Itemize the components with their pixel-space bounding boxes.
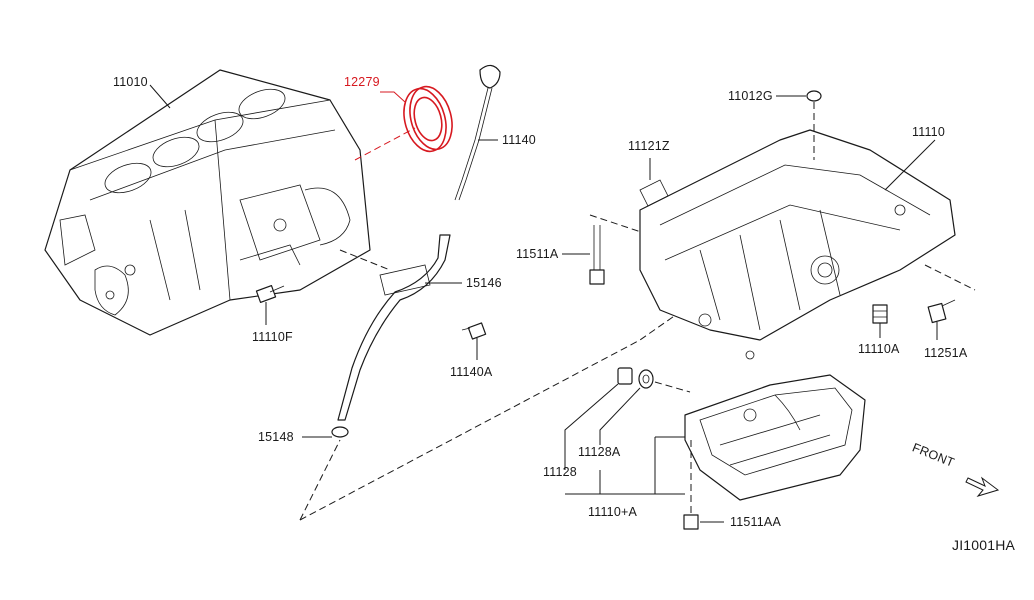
part-label-11121z: 11121Z [628, 139, 670, 153]
bolt-11511aa-illustration [683, 514, 699, 530]
rear-oil-seal-illustration [403, 85, 453, 153]
part-label-11110a: 11110A [858, 342, 900, 356]
part-label-11511aa: 11511AA [730, 515, 781, 529]
part-label-11010: 11010 [113, 75, 148, 89]
part-label-11251a: 11251A [924, 346, 968, 360]
plug-11012g-illustration [806, 90, 822, 102]
part-label-11511a: 11511A [516, 247, 559, 261]
bolt-11251a-illustration [927, 299, 956, 324]
part-label-12279: 12279 [344, 75, 380, 89]
front-direction-indicator: FRONT [910, 440, 956, 470]
bolt-11140a-illustration [461, 322, 487, 340]
part-label-11012g: 11012G [728, 89, 773, 103]
diagram-id: JI1001HA [952, 537, 1016, 553]
bolt-11110a-illustration [872, 304, 888, 324]
drain-washer-illustration [638, 369, 654, 389]
oil-level-gauge-illustration [454, 64, 501, 201]
part-label-11140a: 11140A [450, 365, 493, 379]
front-arrow-icon [965, 476, 1000, 497]
part-label-11110f: 11110F [252, 330, 293, 344]
front-label: FRONT [910, 440, 956, 470]
oil-pan-lower-illustration [684, 374, 866, 501]
oil-pan-upper-illustration [639, 129, 956, 360]
gauge-guide-tube-illustration [337, 234, 451, 421]
part-label-11128: 11128 [543, 465, 577, 479]
bolt-11110f-illustration [255, 285, 285, 303]
part-label-15146: 15146 [466, 276, 502, 290]
cylinder-block-illustration [44, 69, 371, 336]
o-ring-illustration [331, 426, 349, 438]
part-label-11128a: 11128A [578, 445, 621, 459]
part-label-11110-plus-a: 11110+A [588, 505, 637, 519]
bolt-11511a-illustration [589, 225, 605, 285]
part-label-11110: 11110 [912, 125, 945, 139]
drain-plug-illustration [617, 367, 633, 385]
part-label-11140: 11140 [502, 133, 536, 147]
part-label-15148: 15148 [258, 430, 294, 444]
